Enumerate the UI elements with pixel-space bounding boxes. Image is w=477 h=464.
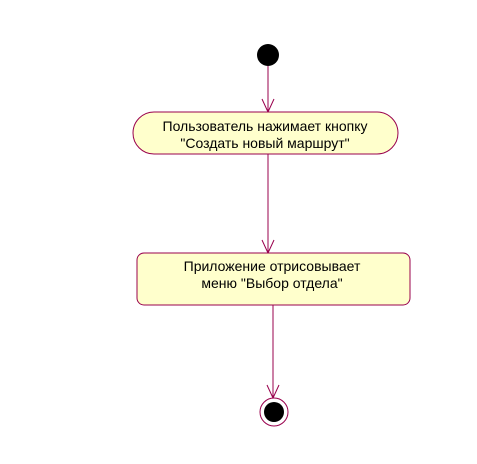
- action-node-label-line-2: "Создать новый маршрут": [180, 135, 349, 151]
- action-node-label-line-1: Пользователь нажимает кнопку: [163, 118, 368, 134]
- transition-action2-to-end: [266, 305, 280, 400]
- transition-action1-to-action2: [261, 154, 275, 255]
- state-node-label-line-1: Приложение отрисовывает: [184, 258, 361, 274]
- state-node-label-line-2: меню "Выбор отдела": [201, 275, 342, 291]
- state-node-app-renders-department-menu: Приложение отрисовывает меню "Выбор отде…: [136, 252, 411, 306]
- initial-node: [257, 44, 279, 66]
- transition-start-to-action1: [261, 66, 275, 114]
- action-node-user-clicks-create-route: Пользователь нажимает кнопку "Создать но…: [132, 111, 399, 155]
- final-node: [259, 397, 289, 427]
